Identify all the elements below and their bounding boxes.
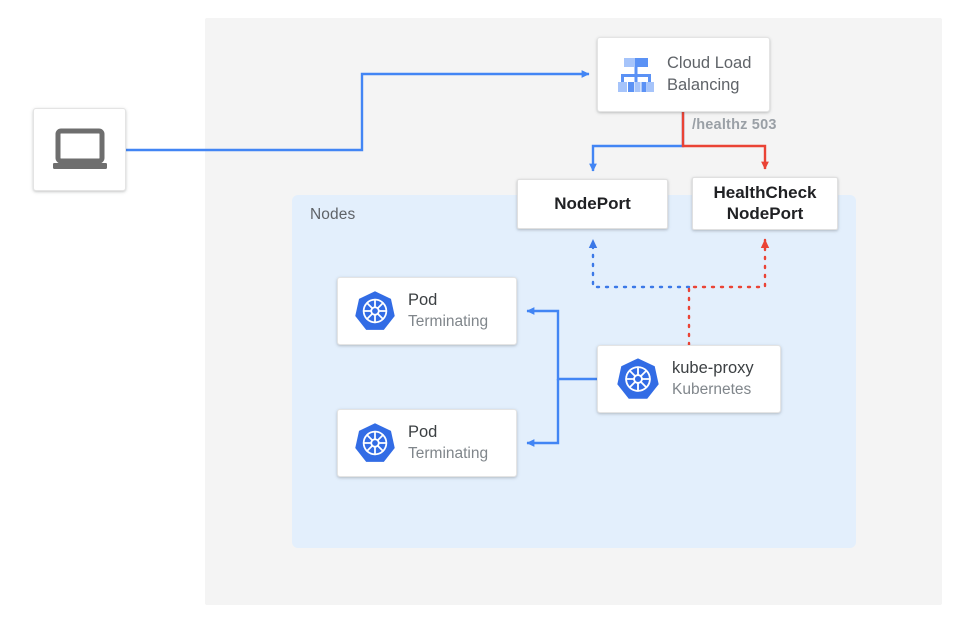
cloud-load-balancing-text: Cloud Load Balancing [664,53,769,97]
edge-client-to-loadbalancer [126,70,590,152]
pod-card-b: Pod Terminating [337,409,517,477]
edge-kubeproxy-to-pod-b [526,379,560,447]
pod-b-text: Pod Terminating [400,422,516,464]
laptop-icon [52,128,108,172]
pod-a-status: Terminating [408,312,489,330]
edge-loadbalancer-to-nodeport [589,112,685,172]
edge-kubeproxy-to-pods [526,307,597,381]
kubernetes-icon [350,422,400,464]
pod-a-title: Pod [408,290,438,309]
healthz-503-label: /healthz 503 [692,117,777,133]
pod-b-status: Terminating [408,444,489,462]
kube-proxy-subtitle: Kubernetes [672,380,752,398]
cloud-load-balancing-card: Cloud Load Balancing [597,37,770,112]
pod-a-text: Pod Terminating [400,290,516,332]
kubernetes-icon [612,357,664,401]
client-laptop-card [33,108,126,191]
kube-proxy-title: kube-proxy [672,358,754,377]
edge-healthz-503 [681,112,769,170]
pod-b-title: Pod [408,422,438,441]
edge-kubeproxy-to-nodeport-dotted [588,238,691,289]
nodeport-label: NodePort [554,193,631,213]
kubernetes-icon [350,290,400,332]
healthcheck-nodeport-box: HealthCheck NodePort [692,177,838,230]
kube-proxy-card: kube-proxy Kubernetes [597,345,781,413]
pod-card-a: Pod Terminating [337,277,517,345]
cloud-load-balancing-icon [608,53,664,97]
cloud-load-balancing-line1: Cloud Load [667,53,752,72]
nodeport-box: NodePort [517,179,668,229]
kube-proxy-text: kube-proxy Kubernetes [664,358,780,400]
healthcheck-nodeport-label: HealthCheck NodePort [713,182,817,223]
cloud-load-balancing-line2: Balancing [667,75,740,94]
nodes-panel-label: Nodes [310,206,356,223]
edge-kubeproxy-to-healthcheck-dotted [687,238,770,347]
